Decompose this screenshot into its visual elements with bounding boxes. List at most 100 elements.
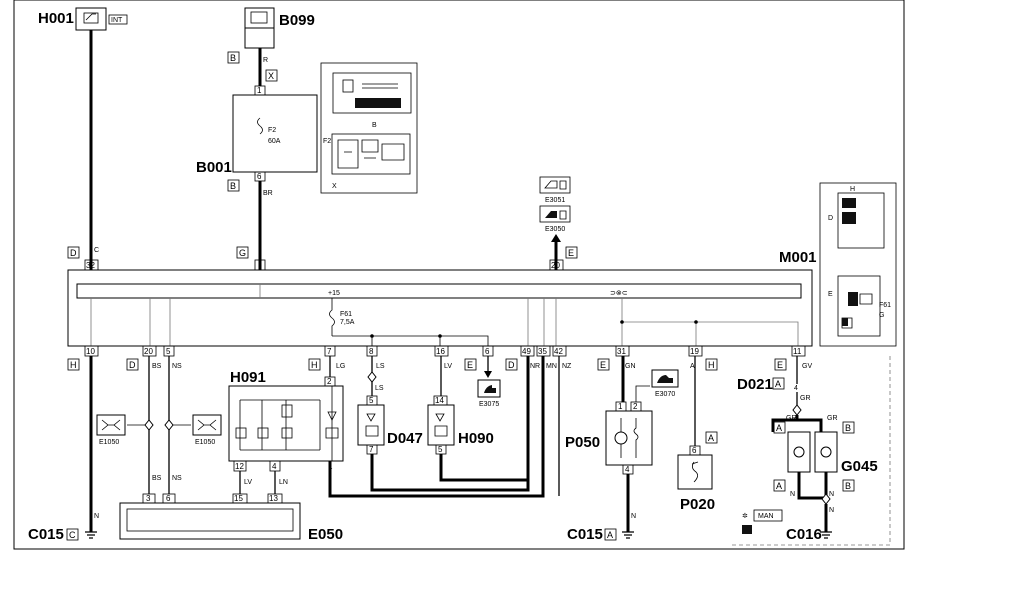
plus15-label: +15 [328,290,340,297]
b001-location-inset: B F2 X [320,62,418,194]
e050-pin-3: 3 [146,494,151,503]
m001-label: M001 [779,249,817,266]
wc-nr: NR [530,363,540,370]
g045-horns[interactable] [787,431,838,473]
m-inset-h: H [850,186,855,193]
e1050-left-label: E1050 [99,439,119,446]
wc-ls-2: LS [375,385,384,392]
m001-body-computer[interactable] [67,269,813,347]
wc-gr-top: GR [800,395,811,402]
h001-ignition-switch[interactable]: INT [75,7,128,31]
wire-color-c: C [94,247,99,254]
wc-gv: GV [802,363,812,370]
h090-label: H090 [458,430,494,447]
b-inset-b: B [372,122,377,129]
man-label: MAN [758,513,774,520]
option-border [730,356,891,546]
tag-d-left: D [129,360,136,370]
p020-sensor[interactable]: 6 [677,445,713,490]
tag-e-p050: E [600,360,606,370]
m001-bottom-pins: 10 20 5 7 8 16 6 49 35 42 31 19 11 [84,345,806,357]
e3070-icon[interactable] [651,369,679,388]
pin-35: 35 [538,347,547,356]
d021-tag-a: A [775,379,781,389]
wc-a: A [690,363,695,370]
fuse-f61-rating: 7,5A [340,319,355,326]
e3075-icon[interactable] [477,379,501,398]
h090-pin-14: 14 [435,396,444,405]
b001-tag-b: B [230,181,236,191]
b-inset-x: X [332,183,337,190]
b-inset-f2: F2 [323,138,331,145]
b099-tag-x: X [268,71,274,81]
pin-19: 19 [690,347,699,356]
m-inset-d: D [828,215,833,222]
c015-mid-tag: A [607,530,613,540]
e1050-left-icon[interactable] [96,414,126,436]
h001-label: H001 [38,10,74,27]
m001-tag-d: D [70,248,77,258]
wc-n-p050: N [631,513,636,520]
e050-unit[interactable]: 3 6 15 13 [119,493,301,540]
m001-bottom-tags: H D H E D E H E [67,358,787,371]
p050-label: P050 [565,434,600,451]
p050-motor[interactable]: 1 2 4 [605,401,653,475]
e3050-icon[interactable] [539,205,571,223]
wire-color-r: R [263,57,268,64]
fuse-f2: F2 [268,127,276,134]
g045-tag-a-top: A [776,423,782,433]
m001-tag-g: G [239,248,246,258]
g045-tag-a-bot: A [776,481,782,491]
wc-gr-left: GR [786,415,797,422]
h090-heater[interactable]: 14 5 [427,395,455,455]
h091-switch-panel[interactable]: 2 12 4 1 [228,376,344,472]
wire-nr-bundle [439,454,528,482]
g045-tag-b-bot: B [845,481,851,491]
f61-fuse: F61 7,5A [329,298,355,336]
vehicle-icon [742,525,752,534]
b099-battery[interactable] [244,7,275,49]
b001-pin-1: 1 [257,86,262,95]
e050-pin-6: 6 [166,494,171,503]
pin-6: 6 [485,347,490,356]
wc-ln-h091: LN [279,479,288,486]
e1050-right-icon[interactable] [192,414,222,436]
h091-pin-12: 12 [235,462,244,471]
p050-pin-2: 2 [633,402,638,411]
p020-tag-a: A [708,433,714,443]
wc-nz: NZ [562,363,572,370]
m001-location-inset: H D E F61 G [819,182,897,347]
b099-label: B099 [279,12,315,29]
c016-label: C016 [786,526,822,543]
m001-pin-32: 32 [86,261,95,270]
e3051-label: E3051 [545,197,565,204]
pin-49: 49 [522,347,531,356]
m001-tag-e: E [568,248,574,258]
wc-ns-bottom: NS [172,475,182,482]
wc-mn: MN [546,363,557,370]
p050-pin-4: 4 [625,465,630,474]
gear-icon: ✲ [742,512,748,520]
h001-int-tag: INT [111,17,123,24]
fuse-f2-rating: 60A [268,138,281,145]
pin-10: 10 [86,347,95,356]
wire-color-br: BR [263,190,273,197]
p020-pin-6: 6 [692,446,697,455]
b001-fuse-box[interactable]: 1 F2 60A 6 [232,85,318,182]
d047-heater[interactable]: 5 7 [357,395,385,455]
wc-n-c016: N [829,507,834,514]
man-option-box: ✲ MAN [742,509,783,534]
m-inset-e: E [828,291,833,298]
tag-d-mid: D [508,360,515,370]
c015-mid-label: C015 [567,526,603,543]
wc-gn: GN [625,363,636,370]
m-inset-g: G [879,312,884,319]
wc-n-g045-right: N [829,491,834,498]
d047-pin-5: 5 [369,396,374,405]
wc-bs-bottom: BS [152,475,162,482]
h091-pin-2: 2 [327,377,332,386]
tag-h-mid: H [311,360,318,370]
pin-7: 7 [327,347,332,356]
e3051-icon[interactable] [539,176,571,194]
